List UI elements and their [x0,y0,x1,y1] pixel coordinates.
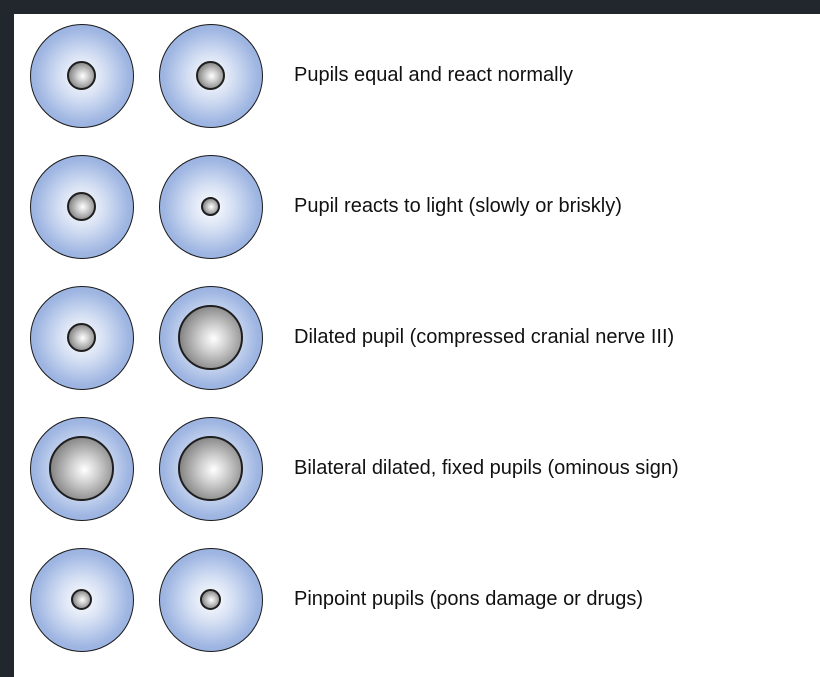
left-eye-icon [30,155,134,259]
pupil-row: Dilated pupil (compressed cranial nerve … [14,278,820,398]
pupil-normal-icon [67,61,96,90]
pupil-normal-icon [67,323,96,352]
pupil-dilated-icon [178,436,243,501]
left-eye-icon [30,548,134,652]
row-caption: Pupils equal and react normally [294,64,573,87]
pupil-pinpoint-icon [71,589,92,610]
right-eye-icon [159,417,263,521]
pupil-dilated-icon [178,305,243,370]
pupil-diagram-panel: Pupils equal and react normally Pupil re… [14,14,820,677]
pupil-row: Pupils equal and react normally [14,16,820,136]
left-eye-icon [30,417,134,521]
pupil-small-icon [201,197,220,216]
left-eye-icon [30,24,134,128]
row-caption: Dilated pupil (compressed cranial nerve … [294,326,674,349]
row-caption: Pupil reacts to light (slowly or briskly… [294,195,622,218]
pupil-row: Pinpoint pupils (pons damage or drugs) [14,540,820,660]
right-eye-icon [159,548,263,652]
right-eye-icon [159,155,263,259]
row-caption: Pinpoint pupils (pons damage or drugs) [294,588,643,611]
right-eye-icon [159,24,263,128]
pupil-normal-icon [67,192,96,221]
pupil-row: Pupil reacts to light (slowly or briskly… [14,147,820,267]
left-eye-icon [30,286,134,390]
right-eye-icon [159,286,263,390]
pupil-dilated-icon [49,436,114,501]
row-caption: Bilateral dilated, fixed pupils (ominous… [294,457,679,480]
pupil-pinpoint-icon [200,589,221,610]
pupil-row: Bilateral dilated, fixed pupils (ominous… [14,409,820,529]
pupil-normal-icon [196,61,225,90]
